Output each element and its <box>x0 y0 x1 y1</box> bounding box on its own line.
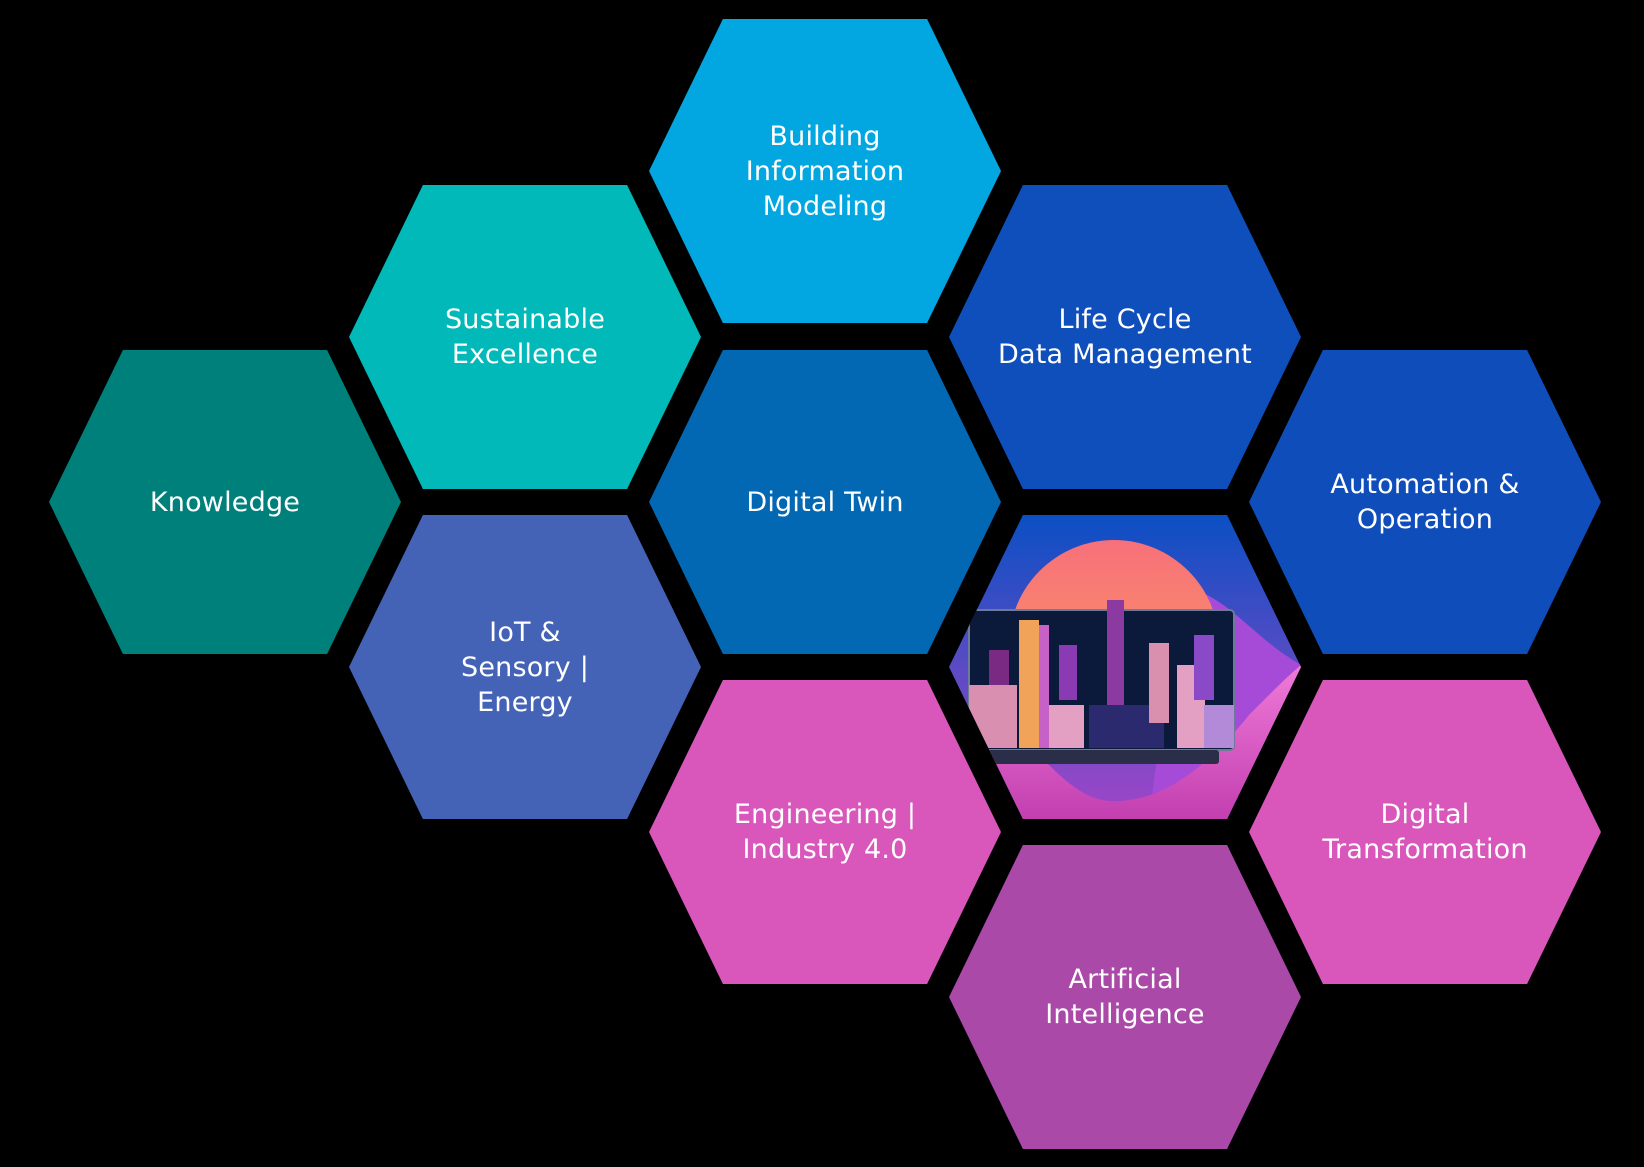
hex-digital-transformation: Digital Transformation <box>1249 680 1601 984</box>
hex-label: Sustainable Excellence <box>444 304 606 370</box>
hex-label: IoT & Sensory | Energy <box>460 616 589 718</box>
hex-label: Digital Transformation <box>1322 799 1528 865</box>
hex-engineering-industry: Engineering | Industry 4.0 <box>649 680 1001 984</box>
hex-label: Engineering | Industry 4.0 <box>733 799 917 865</box>
hex-artificial-intelligence: Artificial Intelligence <box>949 845 1301 1149</box>
hex-automation-operation: Automation & Operation <box>1249 350 1601 654</box>
hex-building-information-modeling: Building Information Modeling <box>649 19 1001 323</box>
hex-label: Artificial Intelligence <box>1045 964 1205 1030</box>
hex-label: Digital Twin <box>746 486 904 518</box>
city-laptop-illustration <box>949 515 1301 819</box>
hex-label: Building Information Modeling <box>745 120 905 222</box>
hex-knowledge: Knowledge <box>49 350 401 654</box>
hex-life-cycle-data-management: Life Cycle Data Management <box>949 185 1301 489</box>
hex-digital-twin: Digital Twin <box>649 350 1001 654</box>
hex-label: Knowledge <box>149 486 301 518</box>
hex-label: Automation & Operation <box>1330 469 1520 535</box>
hex-sustainable-excellence: Sustainable Excellence <box>349 185 701 489</box>
hex-iot-sensory-energy: IoT & Sensory | Energy <box>349 515 701 819</box>
hex-city-illustration <box>949 515 1301 819</box>
hex-label: Life Cycle Data Management <box>998 304 1252 370</box>
